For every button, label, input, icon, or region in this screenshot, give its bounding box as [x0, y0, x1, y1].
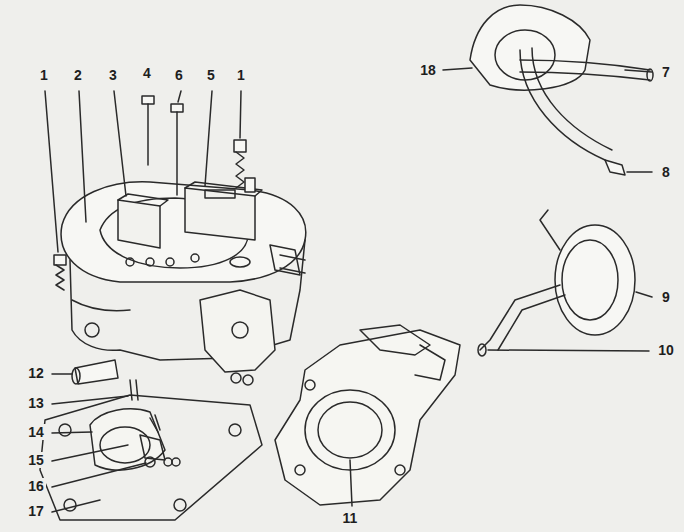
callout-number: 15 [26, 452, 46, 468]
callout-number: 5 [205, 67, 217, 83]
callout-number: 4 [141, 65, 153, 81]
callout-number: 11 [341, 510, 360, 526]
callout-number: 17 [26, 503, 46, 519]
callout-number: 14 [26, 424, 46, 440]
callout-number: 6 [173, 67, 185, 83]
callout-number: 10 [656, 342, 676, 358]
callout-number: 8 [660, 164, 672, 180]
callout-number: 18 [418, 62, 438, 78]
callout-number: 3 [107, 67, 119, 83]
callout-number: 13 [26, 395, 46, 411]
callout-number: 16 [26, 478, 46, 494]
callout-number: 12 [26, 365, 46, 381]
callout-number: 1 [38, 67, 50, 83]
callout-number: 9 [660, 289, 672, 305]
callout-number: 2 [72, 67, 84, 83]
callout-number: 7 [660, 64, 672, 80]
callout-number: 1 [235, 67, 247, 83]
